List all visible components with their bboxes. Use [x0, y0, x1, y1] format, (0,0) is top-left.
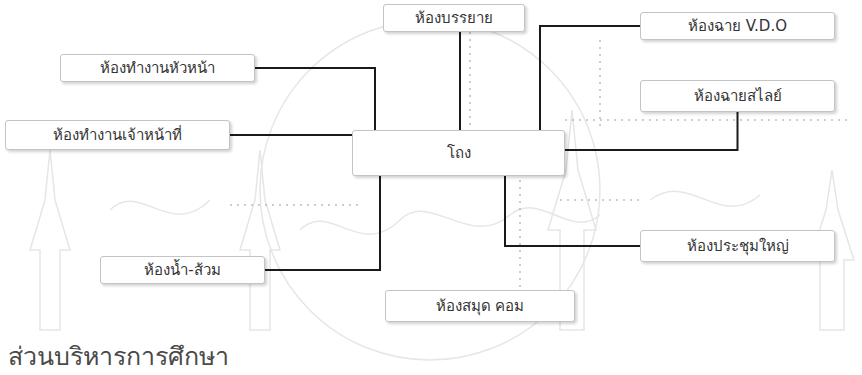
- room-label: โถง: [447, 144, 471, 162]
- room-box: ห้องทำงานหัวหน้า: [60, 54, 255, 82]
- room-box: ห้องสมุด คอม: [385, 290, 575, 322]
- room-label: ห้องฉายสไลย์: [694, 87, 782, 105]
- seal-outline: [260, 20, 600, 360]
- room-box: ห้องทำงานเจ้าหน้าที่: [5, 120, 230, 150]
- connector-line: [565, 112, 738, 150]
- room-box: ห้องบรรยาย: [383, 4, 525, 32]
- dotted-guide: [520, 180, 521, 290]
- room-box: ห้องประชุมใหญ่: [640, 230, 835, 262]
- connector-line: [265, 176, 380, 270]
- dotted-guide: [565, 120, 850, 121]
- ornament: [110, 191, 760, 214]
- connector-line: [230, 134, 352, 136]
- dotted-guide: [600, 40, 601, 130]
- room-label: ห้องประชุมใหญ่: [687, 237, 789, 255]
- room-box: ห้องน้ำ-ส้วม: [100, 256, 265, 284]
- room-box: ห้องฉาย V.D.O: [640, 12, 835, 40]
- hall-box: โถง: [352, 130, 565, 176]
- room-label: ห้องบรรยาย: [415, 9, 493, 27]
- connector-line: [540, 26, 640, 130]
- dotted-guide: [560, 200, 640, 201]
- room-label: ห้องน้ำ-ส้วม: [144, 261, 220, 279]
- connector-line: [255, 68, 375, 130]
- dotted-guide: [230, 205, 360, 206]
- connector-line: [505, 176, 640, 246]
- connector-line: [459, 32, 461, 130]
- room-box: ห้องฉายสไลย์: [640, 80, 835, 112]
- ornament: [300, 208, 600, 234]
- room-label: ห้องทำงานหัวหน้า: [100, 59, 215, 77]
- room-label: ห้องทำงานเจ้าหน้าที่: [53, 126, 182, 144]
- dotted-guide: [470, 32, 471, 130]
- room-label: ห้องสมุด คอม: [436, 297, 525, 315]
- section-caption: ส่วนบริหารการศึกษา: [8, 336, 229, 375]
- room-label: ห้องฉาย V.D.O: [688, 17, 787, 35]
- tower-outline: [30, 150, 70, 330]
